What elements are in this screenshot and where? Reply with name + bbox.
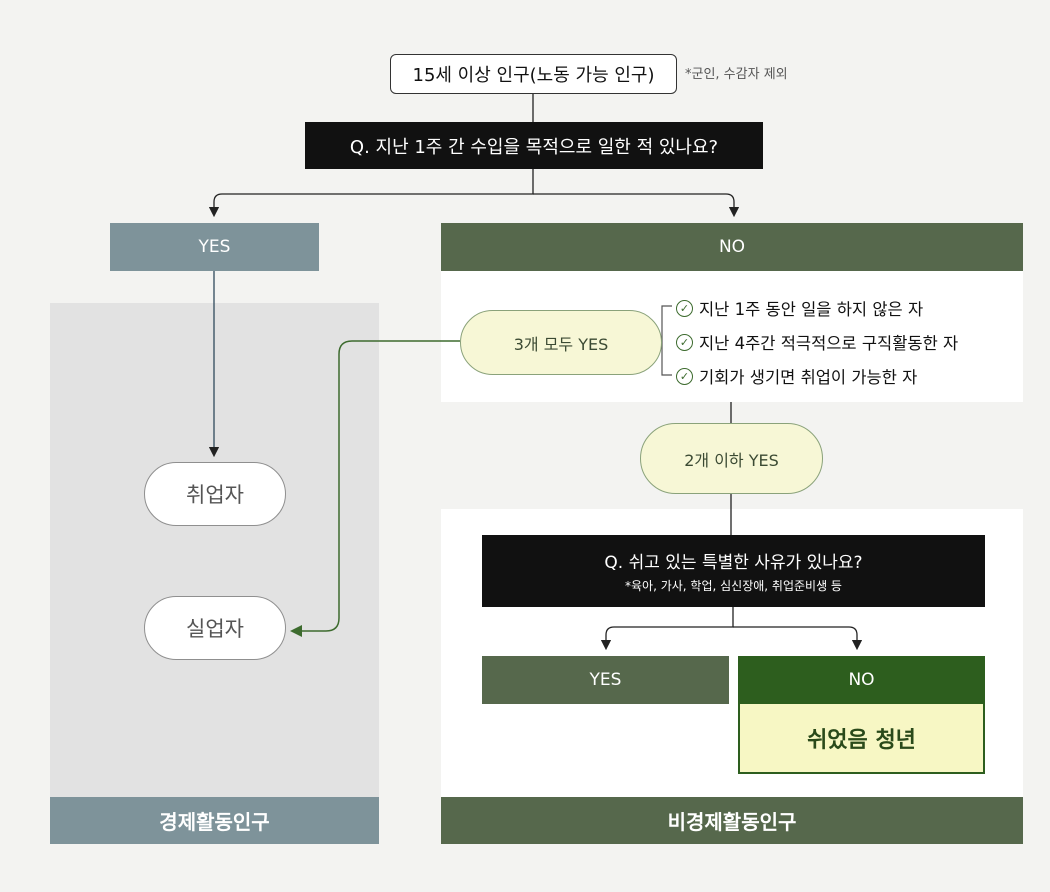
criteria-item-1: ✓ 지난 1주 동안 일을 하지 않은 자: [676, 296, 923, 320]
question2-main: Q. 쉬고 있는 특별한 사유가 있나요?: [604, 553, 863, 573]
economic-population-label: 경제활동인구: [50, 797, 379, 844]
connector-q2-yes: [600, 607, 734, 651]
resting-youth-result: 쉬었음 청년: [738, 704, 985, 774]
question2-sub: *육아, 가사, 학업, 심신장애, 취업준비생 등: [625, 579, 842, 593]
criteria-item-3: ✓ 기회가 생기면 취업이 가능한 자: [676, 364, 917, 388]
check-circle-icon: ✓: [676, 367, 693, 385]
noneconomic-population-label: 비경제활동인구: [441, 797, 1023, 844]
question-special-reason: Q. 쉬고 있는 특별한 사유가 있나요? *육아, 가사, 학업, 심신장애,…: [482, 535, 985, 607]
population-note: *군인, 수감자 제외: [685, 67, 788, 82]
connector-q2-no: [733, 626, 863, 651]
check-circle-icon: ✓: [676, 333, 693, 351]
connector-q1-no: [533, 193, 740, 218]
all-three-yes-pill: 3개 모두 YES: [460, 310, 662, 375]
criteria-item-1-text: 지난 1주 동안 일을 하지 않은 자: [699, 300, 924, 319]
check-circle-icon: ✓: [676, 299, 693, 317]
criteria-bracket: [661, 305, 672, 376]
criteria-item-2: ✓ 지난 4주간 적극적으로 구직활동한 자: [676, 330, 958, 354]
criteria-item-3-text: 기회가 생기면 취업이 가능한 자: [699, 368, 918, 387]
branch1-no: NO: [441, 223, 1023, 271]
question-worked-last-week: Q. 지난 1주 간 수입을 목적으로 일한 적 있나요?: [305, 122, 763, 169]
branch2-no: NO: [738, 656, 985, 704]
connector-q1-yes: [208, 169, 534, 218]
connector-allyes-unemployed: [290, 340, 460, 637]
branch2-yes: YES: [482, 656, 729, 704]
branch1-yes: YES: [110, 223, 319, 271]
unemployed-pill: 실업자: [144, 596, 286, 660]
criteria-item-2-text: 지난 4주간 적극적으로 구직활동한 자: [699, 334, 959, 353]
employed-pill: 취업자: [144, 462, 286, 526]
two-or-less-yes-pill: 2개 이하 YES: [640, 423, 823, 494]
population-box: 15세 이상 인구(노동 가능 인구): [390, 54, 677, 94]
